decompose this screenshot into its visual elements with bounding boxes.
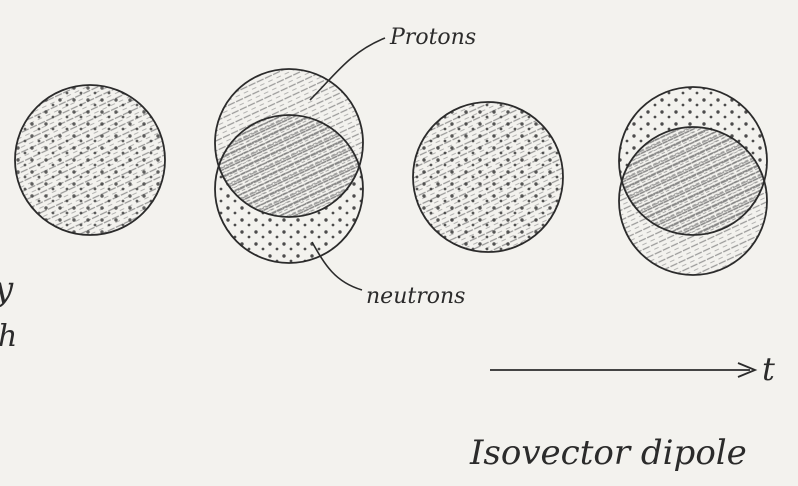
frame-1-mixed-nucleus [15, 85, 165, 235]
time-arrow: t [490, 350, 775, 388]
protons-label: Protons [389, 25, 476, 50]
edge-fragment-2: h [0, 319, 17, 354]
frame-2-separated-nucleus [215, 69, 363, 263]
frame-4-separated-nucleus [619, 87, 767, 275]
time-axis-label: t [762, 350, 775, 388]
neutrons-label: neutrons [366, 284, 465, 309]
frame-3-mixed-nucleus [413, 102, 563, 252]
edge-fragment-1: y [0, 269, 14, 309]
caption: Isovector dipole [469, 433, 747, 473]
